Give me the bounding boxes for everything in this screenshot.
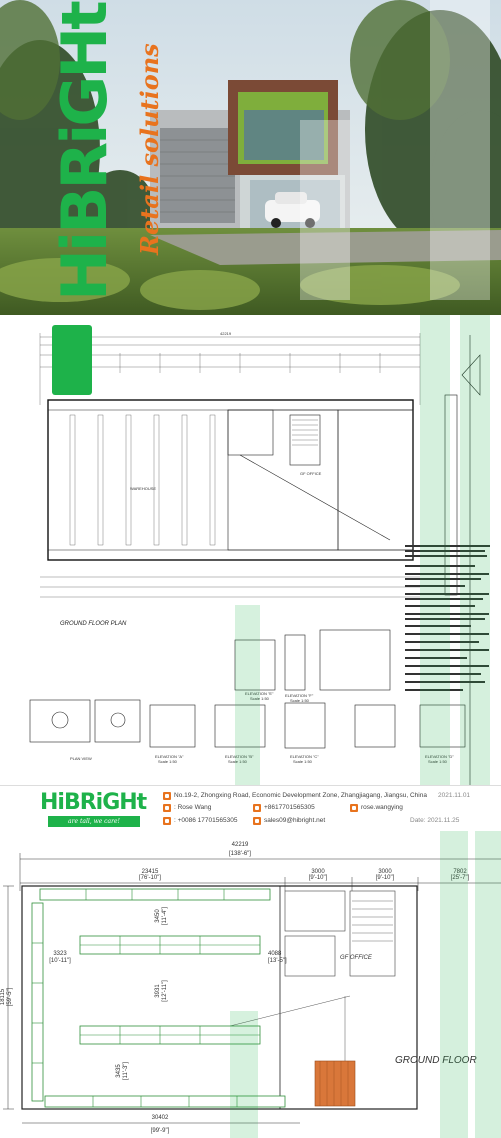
gap-top-ft: [11'-4"]	[162, 907, 168, 926]
contact-address: No.19-2, Zhongxing Road, Economic Develo…	[174, 792, 427, 799]
contact-skype[interactable]: rose.wangying	[361, 804, 403, 811]
tel-icon	[163, 817, 171, 825]
seg2-ft: [9'-10"]	[309, 875, 328, 881]
elev-b-scale: Scale 1:50	[228, 759, 248, 764]
email-icon	[253, 817, 261, 825]
sheet-warehouse-label: WAREHOUSE	[130, 486, 156, 491]
elev-f-title: ELEVATION "F"	[285, 693, 314, 698]
brand-logo-text: HiBRiGHt	[48, 3, 121, 301]
contact-slogan: are tall, we care!	[48, 816, 140, 827]
gap-bottom: 3435	[116, 1064, 122, 1078]
person-icon	[163, 804, 171, 812]
wall-shelves-bottom	[44, 1095, 286, 1108]
depth-ft: [59'-5"]	[7, 987, 13, 1006]
gap-top: 3450	[155, 909, 161, 923]
hero-rendering: HiBRiGHt Retail solutions	[0, 0, 501, 315]
contact-date-top: 2021.11.01	[438, 792, 471, 799]
seg4-ft: [25'-7"]	[451, 875, 470, 881]
gap-mid: 3931	[155, 984, 161, 998]
gap-bottom-ft: [11'-3"]	[123, 1062, 129, 1081]
plan-view-label: PLAN VIEW	[70, 756, 92, 761]
warehouse-rendering-illustration	[0, 0, 501, 315]
overall-width-ft: [138'-6"]	[229, 851, 251, 857]
bottom-width: 30402	[152, 1115, 169, 1121]
elev-d-scale: Scale 1:50	[428, 759, 448, 764]
gap-mid-ft: [12'-11"]	[162, 980, 168, 1002]
contact-logo: HiBRiGHt	[40, 790, 147, 815]
elev-d-title: ELEVATION "D"	[425, 754, 454, 759]
bottom-width-ft: [99'-9"]	[151, 1128, 170, 1134]
seg4: 7802	[453, 869, 467, 875]
store-layout-plan: 42219 [138'-6"] 23415 [76'-10"] 3000 [9'…	[0, 831, 501, 1138]
sheet-office-label: GF OFFICE	[300, 471, 322, 476]
contact-bar: HiBRiGHt are tall, we care! No.19-2, Zho…	[0, 785, 501, 833]
contact-date: Date: 2021.11.25	[410, 817, 460, 824]
gondola-row-1	[79, 935, 261, 955]
sheet-logo-vertical	[52, 325, 92, 395]
phone-icon	[253, 804, 261, 812]
elev-a-title: ELEVATION "A"	[155, 754, 184, 759]
gondola-row-2	[79, 1025, 261, 1045]
layout-plan-drawing: 42219 [138'-6"] 23415 [76'-10"] 3000 [9'…	[0, 831, 501, 1138]
aisle-left: 3323	[53, 951, 67, 957]
contact-person: : Rose Wang	[174, 804, 212, 811]
seg2: 3000	[311, 869, 325, 875]
wall-shelves-left	[31, 902, 44, 1102]
elev-c-scale: Scale 1:50	[293, 759, 313, 764]
sheet-caption: GROUND FLOOR PLAN	[60, 621, 127, 627]
contact-mobile[interactable]: +8617701565305	[264, 804, 315, 811]
aisle-right-ft: [13'-5"]	[268, 958, 287, 964]
contact-email[interactable]: sales09@hibright.net	[264, 817, 326, 824]
elev-f-scale: Scale 1:50	[290, 698, 310, 703]
architectural-drawing-sheet: 42219 GF OFFICE WAREHOUSE	[0, 315, 501, 785]
sheet-top-total: 42219	[220, 331, 232, 336]
elev-e-title: ELEVATION "E"	[245, 691, 274, 696]
elev-a-scale: Scale 1:50	[158, 759, 178, 764]
gf-office-label: GF OFFICE	[340, 955, 373, 961]
aisle-right: 4088	[268, 951, 282, 957]
elev-e-scale: Scale 1:50	[250, 696, 270, 701]
brand-logo: HiBRiGHt	[48, 3, 121, 301]
brand-tagline: Retail solutions	[135, 43, 164, 255]
seg1: 23415	[142, 869, 159, 875]
seg3-ft: [9'-10"]	[376, 875, 395, 881]
seg3: 3000	[378, 869, 392, 875]
aisle-left-ft: [10'-11"]	[49, 958, 71, 964]
floor-plan-drawing: 42219 GF OFFICE WAREHOUSE	[29, 315, 490, 785]
overall-width: 42219	[232, 842, 249, 848]
skype-icon	[350, 804, 358, 812]
elev-c-title: ELEVATION "C"	[290, 754, 319, 759]
ground-floor-label: GROUND FLOOR	[395, 1055, 477, 1066]
depth: 18115	[0, 988, 6, 1005]
contact-tel[interactable]: : +0086 17701565305	[174, 817, 238, 824]
wall-shelves-top	[39, 888, 271, 901]
elev-b-title: ELEVATION "B"	[225, 754, 254, 759]
seg1-ft: [76'-10"]	[139, 875, 161, 881]
address-icon	[163, 792, 171, 800]
